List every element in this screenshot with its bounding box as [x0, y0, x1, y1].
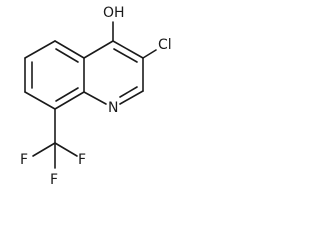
bond-c4-c3-inner [113, 48, 138, 63]
bond-c8-c8a [54, 91, 85, 110]
bond-n1-c8a [83, 91, 107, 105]
bond-c4a-c5 [54, 40, 85, 59]
nitrogen-label: N [108, 100, 118, 116]
bond-c8-c8a-inner [55, 87, 79, 102]
bond-c5-c6 [24, 40, 56, 59]
bond-c4a-c5-inner [55, 48, 79, 63]
quinoline-structure-diagram: OH Cl N F F F [20, 5, 172, 188]
bond-c4-c4a [83, 40, 114, 59]
bond-cf3-f-left [32, 142, 56, 157]
bond-c2-n1 [119, 90, 144, 105]
bond-c3-cl [142, 49, 157, 59]
bond-c4-c3 [112, 40, 144, 59]
bond-c7-c8 [24, 91, 56, 110]
atom-labels: OH Cl N F F F [20, 5, 172, 188]
fluorine-bottom-label: F [50, 172, 58, 188]
fluorine-top-label: F [78, 152, 86, 168]
bond-lines [24, 21, 157, 169]
fluorine-left-label: F [20, 152, 28, 168]
bond-c2-n1-inner [119, 86, 138, 98]
hydroxyl-label: OH [103, 5, 125, 21]
bond-cf3-f-top [54, 142, 78, 157]
chlorine-label: Cl [158, 37, 172, 53]
